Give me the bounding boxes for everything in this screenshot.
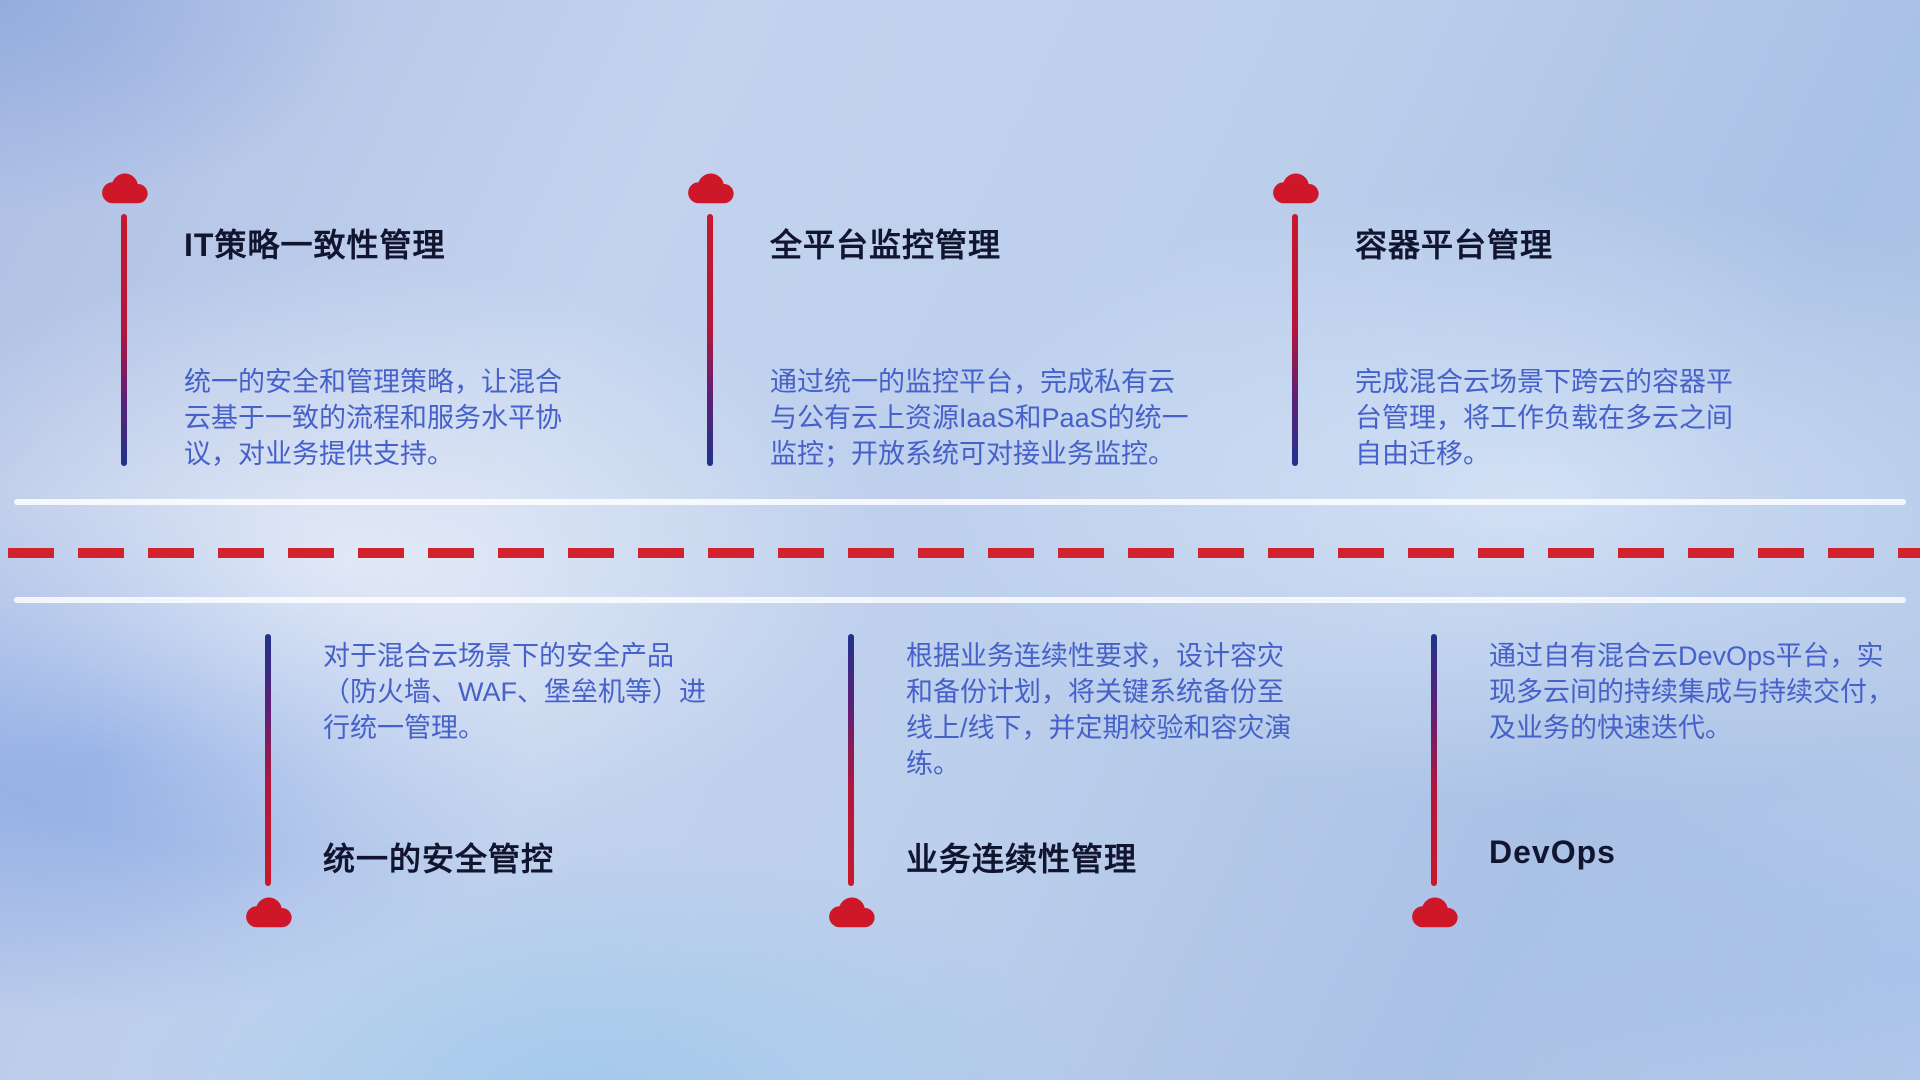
feature-card-business-continuity: 根据业务连续性要求，设计容灾和备份计划，将关键系统备份至线上/线下，并定期校验和… bbox=[823, 634, 1343, 974]
feature-description: 通过自有混合云DevOps平台，实现多云间的持续集成与持续交付，及业务的快速迭代… bbox=[1489, 641, 1894, 743]
feature-title: DevOps bbox=[1489, 834, 1616, 870]
feature-title: 容器平台管理 bbox=[1355, 227, 1554, 263]
feature-description: 通过统一的监控平台，完成私有云与公有云上资源IaaS和PaaS的统一监控；开放系… bbox=[770, 367, 1189, 469]
divider-solid-line-top bbox=[14, 499, 1906, 505]
divider-solid-line-bottom bbox=[14, 597, 1906, 603]
connector-line bbox=[265, 634, 271, 886]
feature-description: 根据业务连续性要求，设计容灾和备份计划，将关键系统备份至线上/线下，并定期校验和… bbox=[906, 641, 1292, 779]
feature-description: 完成混合云场景下跨云的容器平台管理，将工作负载在多云之间自由迁移。 bbox=[1355, 367, 1733, 469]
divider-dashed-red-line bbox=[8, 548, 1920, 558]
feature-card-monitoring: 全平台监控管理 通过统一的监控平台，完成私有云与公有云上资源IaaS和PaaS的… bbox=[682, 168, 1202, 508]
cloud-icon bbox=[823, 892, 879, 932]
cloud-icon bbox=[96, 168, 152, 208]
cloud-icon bbox=[240, 892, 296, 932]
connector-line bbox=[707, 214, 713, 466]
feature-description: 统一的安全和管理策略，让混合云基于一致的流程和服务水平协议，对业务提供支持。 bbox=[184, 367, 562, 469]
connector-line bbox=[848, 634, 854, 886]
connector-line bbox=[121, 214, 127, 466]
feature-card-security: 对于混合云场景下的安全产品（防火墙、WAF、堡垒机等）进行统一管理。 统一的安全… bbox=[240, 634, 760, 974]
feature-title: 业务连续性管理 bbox=[906, 841, 1138, 877]
cloud-icon bbox=[1267, 168, 1323, 208]
feature-title: 全平台监控管理 bbox=[770, 227, 1002, 263]
cloud-icon bbox=[1406, 892, 1462, 932]
connector-line bbox=[1292, 214, 1298, 466]
feature-card-it-policy: IT策略一致性管理 统一的安全和管理策略，让混合云基于一致的流程和服务水平协议，… bbox=[96, 168, 616, 508]
cloud-icon bbox=[682, 168, 738, 208]
feature-title: IT策略一致性管理 bbox=[184, 227, 446, 263]
feature-title: 统一的安全管控 bbox=[323, 841, 555, 877]
connector-line bbox=[1431, 634, 1437, 886]
feature-description: 对于混合云场景下的安全产品（防火墙、WAF、堡垒机等）进行统一管理。 bbox=[323, 641, 706, 743]
feature-card-container-platform: 容器平台管理 完成混合云场景下跨云的容器平台管理，将工作负载在多云之间自由迁移。 bbox=[1267, 168, 1787, 508]
feature-card-devops: 通过自有混合云DevOps平台，实现多云间的持续集成与持续交付，及业务的快速迭代… bbox=[1406, 634, 1920, 974]
